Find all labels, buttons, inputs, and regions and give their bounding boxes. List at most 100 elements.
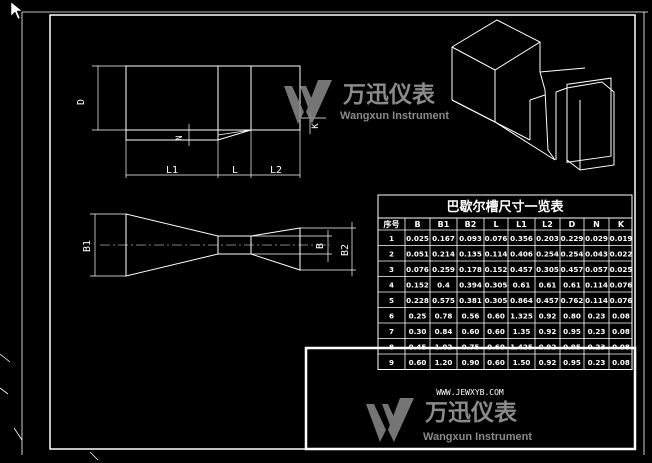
table-cell: 0.076 <box>610 296 633 305</box>
table-cell: 0.254 <box>536 250 559 259</box>
table-cell: 0.259 <box>432 265 455 274</box>
table-cell: 6 <box>389 312 394 321</box>
watermark-en-top: Wangxun Instrument <box>340 110 449 122</box>
table-header-cell: D <box>569 220 576 229</box>
table-cell: 0.135 <box>459 250 482 259</box>
table-cell: 0.61 <box>563 281 581 290</box>
watermark-cn-bottom: 万迅仪表 <box>425 400 518 426</box>
table-cell: 0.08 <box>612 358 630 367</box>
dim-label-b: B <box>315 243 326 249</box>
table-cell: 0.022 <box>610 250 633 259</box>
table-header-cell: B1 <box>438 220 450 229</box>
table-header-cell: L2 <box>542 220 553 229</box>
table-cell: 0.152 <box>406 281 429 290</box>
table-cell: 0.394 <box>459 281 482 290</box>
table-cell: 3 <box>389 265 394 274</box>
table-cell: 2 <box>389 250 394 259</box>
table-cell: 0.60 <box>487 327 505 336</box>
table-cell: 0.178 <box>459 265 482 274</box>
table-cell: 0.076 <box>610 281 633 290</box>
table-cell: 0.90 <box>462 358 480 367</box>
title-block <box>304 346 637 451</box>
table-cell: 0.80 <box>563 312 581 321</box>
table-cell: 0.457 <box>561 265 584 274</box>
table-cell: 0.043 <box>585 250 608 259</box>
table-cell: 0.457 <box>510 265 533 274</box>
table-cell: 0.84 <box>435 327 453 336</box>
table-cell: 0.114 <box>485 250 508 259</box>
table-cell: 0.60 <box>409 358 427 367</box>
table-cell: 0.356 <box>510 234 533 243</box>
table-cell: 0.08 <box>612 327 630 336</box>
table-cell: 0.08 <box>612 312 630 321</box>
table-cell: 0.305 <box>485 281 508 290</box>
table-cell: 0.30 <box>409 327 427 336</box>
table-cell: 0.60 <box>487 312 505 321</box>
table-cell: 5 <box>389 296 394 305</box>
table-cell: 0.025 <box>406 234 429 243</box>
table-cell: 0.305 <box>536 265 559 274</box>
plan-view <box>90 213 356 277</box>
table-cell: 0.254 <box>561 250 584 259</box>
table-cell: 0.60 <box>462 327 480 336</box>
table-cell: 0.305 <box>485 296 508 305</box>
table-cell: 0.025 <box>610 265 633 274</box>
table-cell: 0.114 <box>585 281 608 290</box>
table-header-cell: 序号 <box>384 219 400 229</box>
watermark-logo-bottom <box>366 398 414 442</box>
watermark-en-bottom: Wangxun Instrument <box>423 431 532 443</box>
dim-label-b2: B2 <box>340 244 351 256</box>
table-cell: 0.076 <box>485 234 508 243</box>
table-cell: 0.152 <box>485 265 508 274</box>
table-cell: 7 <box>389 327 394 336</box>
table-cell: 0.92 <box>539 327 557 336</box>
table-cell: 0.406 <box>510 250 533 259</box>
table-cell: 0.864 <box>510 296 533 305</box>
table-cell: 0.167 <box>432 234 455 243</box>
table-cell: 0.61 <box>513 281 531 290</box>
table-cell: 0.057 <box>585 265 608 274</box>
table-cell: 0.23 <box>588 327 606 336</box>
table-cell: 1.20 <box>435 358 453 367</box>
table-cell: 0.78 <box>435 312 453 321</box>
table-header-cell: L1 <box>516 220 527 229</box>
dim-label-d: D <box>76 99 87 105</box>
table-cell: 0.093 <box>459 234 482 243</box>
dim-label-l: L <box>232 165 238 176</box>
table-cell: 0.114 <box>585 296 608 305</box>
table-cell: 0.60 <box>487 358 505 367</box>
table-cell: 0.029 <box>585 234 608 243</box>
table-cell: 0.25 <box>409 312 427 321</box>
table-cell: 4 <box>389 281 394 290</box>
table-header-cell: B <box>414 220 420 229</box>
dim-label-l1: L1 <box>166 165 178 176</box>
snap-markers <box>0 353 99 461</box>
dim-label-n: N <box>175 135 185 140</box>
table-cell: 0.457 <box>536 296 559 305</box>
table-cell: 0.92 <box>539 312 557 321</box>
dim-label-l2: L2 <box>270 165 282 176</box>
watermark-logo-top <box>284 80 332 124</box>
drawing-border <box>49 14 636 450</box>
table-cell: 1.325 <box>510 312 533 321</box>
table-cell: 1 <box>389 234 394 243</box>
dim-label-b1: B1 <box>82 240 93 252</box>
watermark-cn-top: 万迅仪表 <box>343 82 436 108</box>
table-header-cell: L <box>493 220 498 229</box>
table-header-cell: K <box>618 220 625 229</box>
table-cell: 0.203 <box>536 234 559 243</box>
table-cell: 9 <box>389 358 394 367</box>
table-cell: 0.381 <box>459 296 482 305</box>
table-cell: 0.051 <box>406 250 429 259</box>
cursor-arrow-icon <box>10 1 23 20</box>
table-cell: 0.95 <box>563 327 581 336</box>
table-cell: 1.35 <box>513 327 531 336</box>
table-cell: 0.56 <box>462 312 480 321</box>
table-cell: 0.228 <box>406 296 429 305</box>
website-text: WWW.JEWXYB.COM <box>436 388 504 397</box>
table-header-cell: N <box>593 220 600 229</box>
table-cell: 0.229 <box>561 234 584 243</box>
table-cell: 0.076 <box>406 265 429 274</box>
